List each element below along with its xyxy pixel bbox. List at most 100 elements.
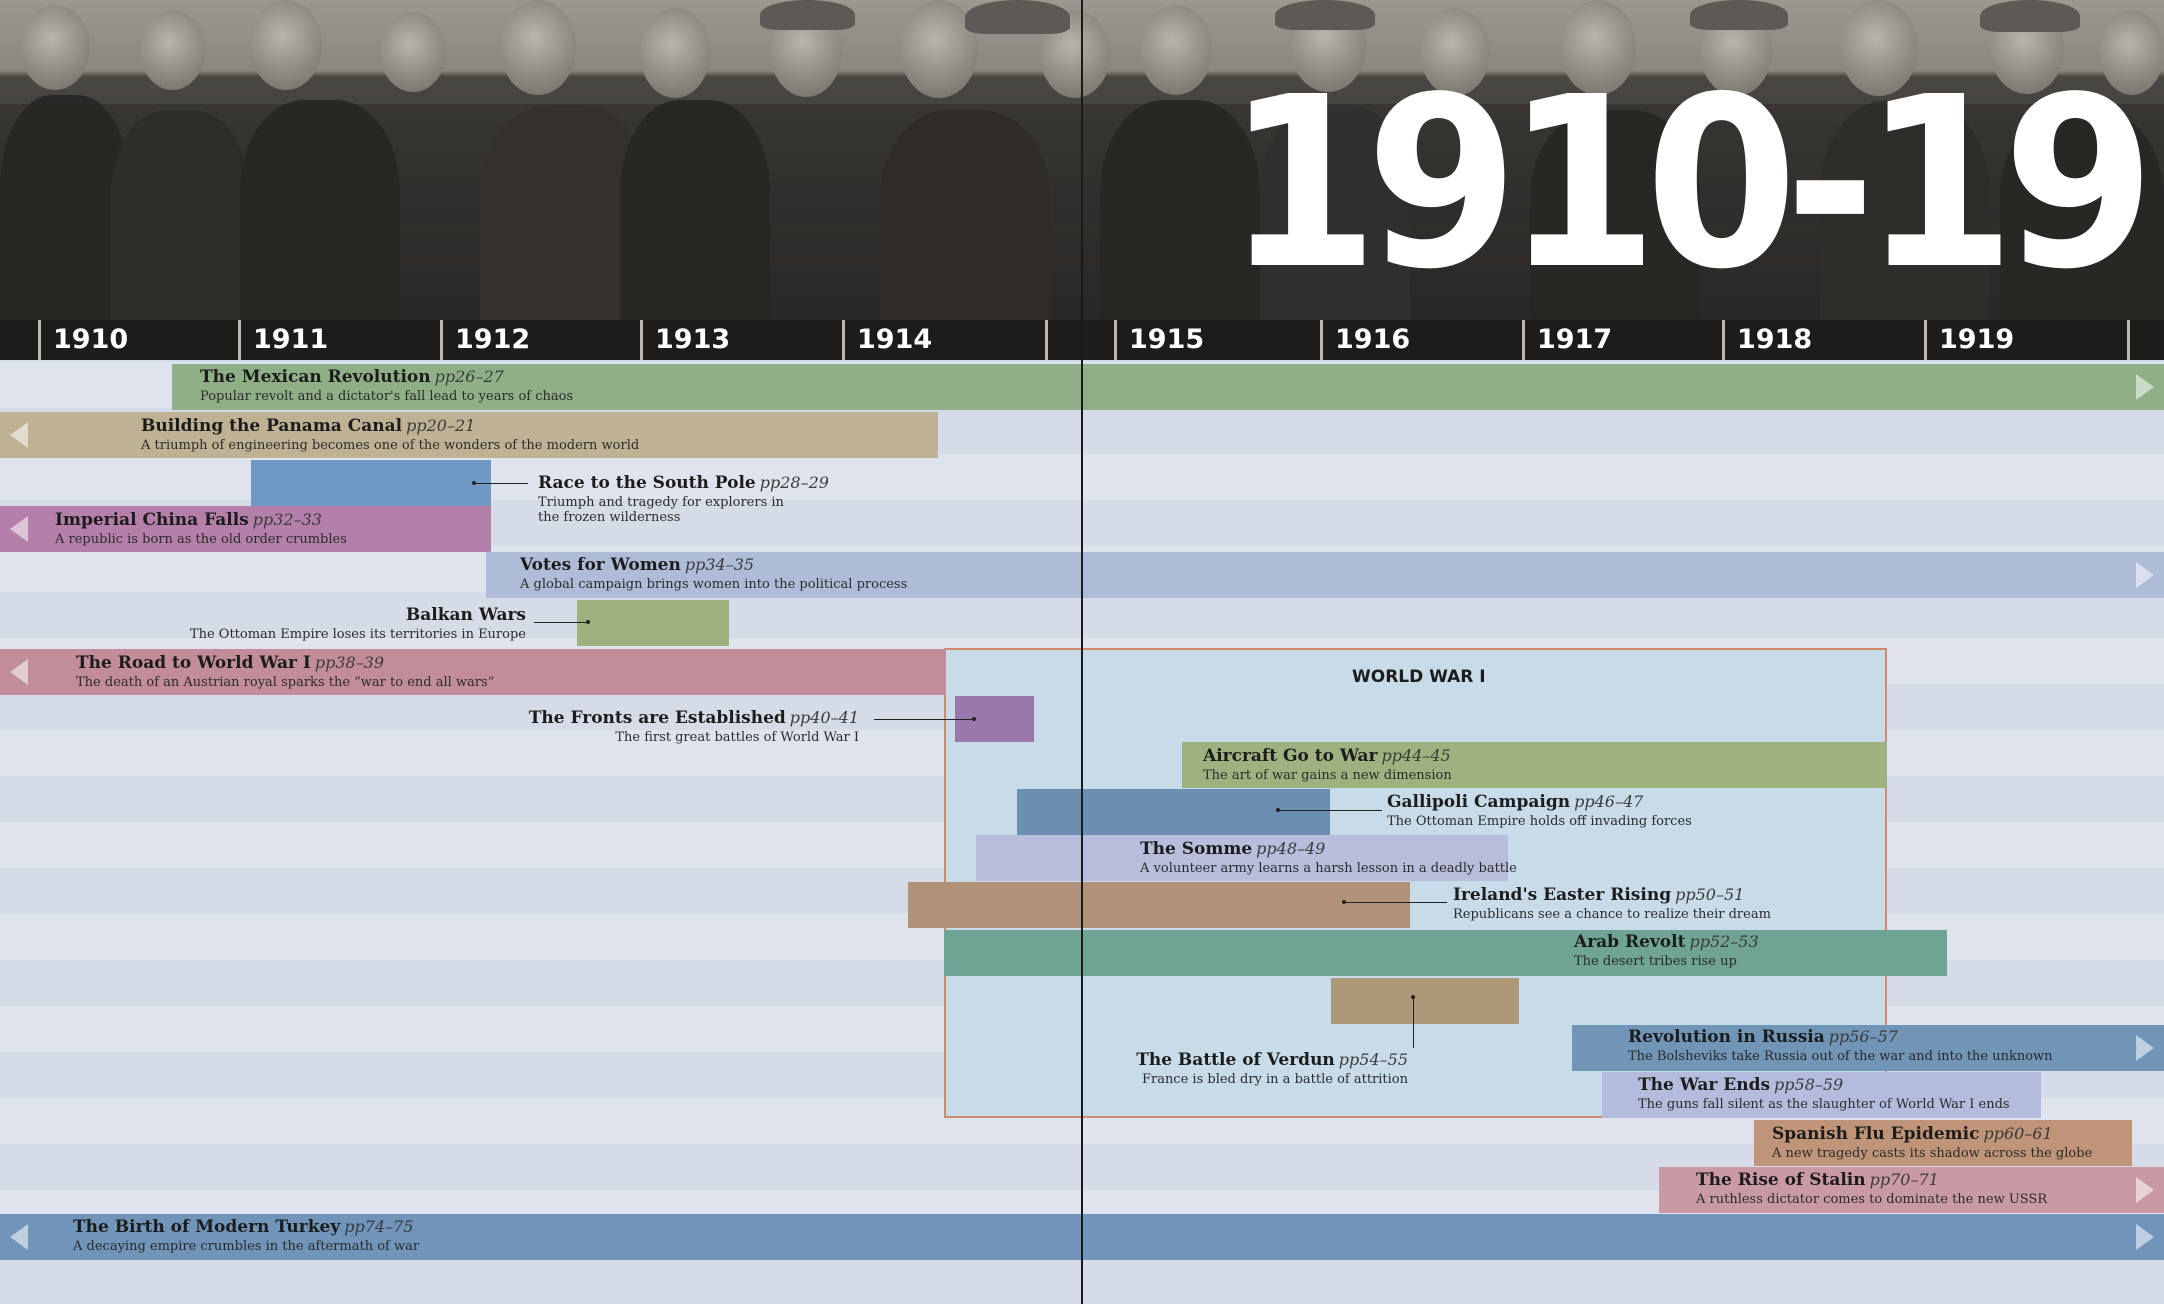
event-bar-aircraft[interactable] [1182,742,1887,788]
arrow-right-icon [2136,1224,2154,1250]
event-pages: pp50–51 [1675,885,1745,904]
event-pages: pp70–71 [1869,1170,1939,1189]
year-label: 1910 [38,320,238,360]
event-description: Republicans see a chance to realize thei… [1453,907,1771,922]
arrow-right-icon [2136,1035,2154,1061]
leader-dot [972,717,976,721]
event-bar-war-ends[interactable] [1602,1072,2041,1118]
event-pages: pp74–75 [344,1217,414,1236]
event-pages: pp60–61 [1983,1124,2053,1143]
event-bar-verdun[interactable] [1331,978,1519,1024]
page-gutter [1081,0,1083,1304]
event-bar-spanish-flu[interactable] [1754,1120,2132,1166]
event-pages: pp52–53 [1689,932,1759,951]
event-pages: pp56–57 [1828,1027,1898,1046]
event-bar-south-pole[interactable] [251,460,491,506]
event-pages: pp28–29 [759,473,829,492]
year-label: 1913 [640,320,842,360]
event-pages: pp34–35 [684,555,755,574]
crowd-face [20,5,90,90]
crowd-cap [965,0,1070,34]
year-label: 1918 [1722,320,1924,360]
arrow-right-icon [2136,1177,2154,1203]
arrow-left-icon [10,1224,28,1250]
event-description: France is bled dry in a battle of attrit… [1141,1072,1408,1087]
event-description: The Bolsheviks take Russia out of the wa… [1628,1049,2053,1064]
event-description: The guns fall silent as the slaughter of… [1638,1097,2010,1112]
crowd-body [620,100,770,320]
event-bar-somme[interactable] [976,835,1508,881]
event-bar-panama-canal[interactable] [0,412,938,458]
event-bar-arab-revolt[interactable] [944,930,1947,976]
event-pages: pp44–45 [1381,746,1451,765]
crowd-face [1140,5,1212,95]
year-label: 1914 [842,320,1048,360]
crowd-body [2000,110,2164,320]
crowd-body [110,110,250,320]
crowd-body [880,110,1050,320]
crowd-body [1530,110,1700,320]
event-bar-easter-rising[interactable] [908,882,1410,928]
event-bar-mexican-revolution[interactable] [172,364,2164,410]
arrow-left-icon [10,422,28,448]
event-title: Aircraft Go to War [1203,746,1378,766]
crowd-body [1100,100,1260,320]
crowd-body [240,100,400,320]
event-title: Arab Revolt [1574,932,1686,952]
event-title: Race to the South Pole [538,473,756,493]
year-label: 1911 [238,320,440,360]
event-description: A decaying empire crumbles in the afterm… [73,1239,420,1254]
world-war-one-label: WORLD WAR I [1352,667,1486,687]
crowd-face [1560,0,1636,95]
event-title: The Rise of Stalin [1696,1170,1866,1190]
crowd-cap [1690,0,1788,30]
arrow-left-icon [10,659,28,685]
event-pages: pp32–33 [252,510,322,529]
event-title: Gallipoli Campaign [1387,792,1571,812]
event-bar-rise-of-stalin[interactable] [1659,1167,2164,1213]
year-label: 1912 [440,320,640,360]
event-pages: pp54–55 [1338,1050,1408,1069]
event-title: The Mexican Revolution [200,367,431,387]
event-title: The Road to World War I [76,653,311,673]
crowd-face [640,8,710,98]
crowd-cap [760,0,855,30]
event-bar-votes-for-women[interactable] [486,552,2164,598]
event-balkan-wars[interactable]: Balkan Wars The Ottoman Empire loses its… [190,605,526,642]
year-label: 1915 [1114,320,1320,360]
event-pages: pp46–47 [1574,792,1644,811]
event-title: Balkan Wars [405,605,526,625]
leader-line [874,719,974,720]
event-description: The Ottoman Empire loses its territories… [189,627,526,642]
event-pages: pp38–39 [314,653,385,672]
crowd-cap [1980,0,2080,32]
event-description: The first great battles of World War I [615,730,859,745]
arrow-left-icon [10,516,28,542]
event-bar-gallipoli[interactable] [1017,789,1330,835]
event-bar-russian-revolution[interactable] [1572,1025,2164,1071]
leader-dot [586,620,590,624]
event-bar-balkan-wars[interactable] [577,600,729,646]
event-bar-imperial-china[interactable] [0,506,491,552]
decade-title: 1910-19 [1225,46,2155,320]
event-title: Revolution in Russia [1628,1027,1825,1047]
event-bar-road-to-ww1[interactable] [0,649,946,695]
